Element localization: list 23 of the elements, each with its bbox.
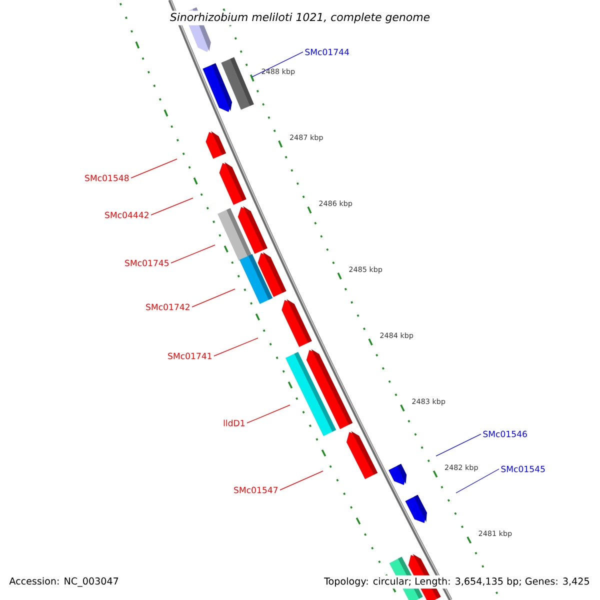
leader-line bbox=[252, 52, 304, 78]
leader-line bbox=[246, 404, 290, 424]
leader-line bbox=[150, 198, 194, 216]
leader-line bbox=[170, 244, 216, 264]
leader-line bbox=[436, 434, 482, 456]
leader-line bbox=[456, 468, 500, 494]
leader-line bbox=[214, 338, 258, 356]
gene-label: SMc04442 bbox=[105, 212, 148, 218]
gene-label: SMc01741 bbox=[168, 352, 212, 360]
gene-label: SMc01742 bbox=[146, 304, 190, 310]
title: Sinorhizobium meliloti 1021, complete genome bbox=[168, 10, 432, 26]
footer-text: Accession: NC_003047 bbox=[7, 575, 121, 589]
gene-label: lldD1 bbox=[224, 420, 245, 426]
leader-line bbox=[280, 470, 324, 490]
leader-line bbox=[130, 158, 178, 178]
gene-label: SMc01745 bbox=[125, 260, 169, 266]
footer-text: Topology: circular; Length: 3,654,135 bp; Genes: 3,425 bbox=[322, 575, 592, 589]
gene-label: SMc01545 bbox=[501, 466, 545, 472]
gene-label: SMc01547 bbox=[234, 486, 278, 494]
gene-label: SMc01548 bbox=[85, 174, 129, 182]
gene-label: SMc01546 bbox=[483, 430, 527, 438]
leader-line bbox=[192, 288, 236, 308]
gene-label: SMc01744 bbox=[305, 48, 349, 56]
